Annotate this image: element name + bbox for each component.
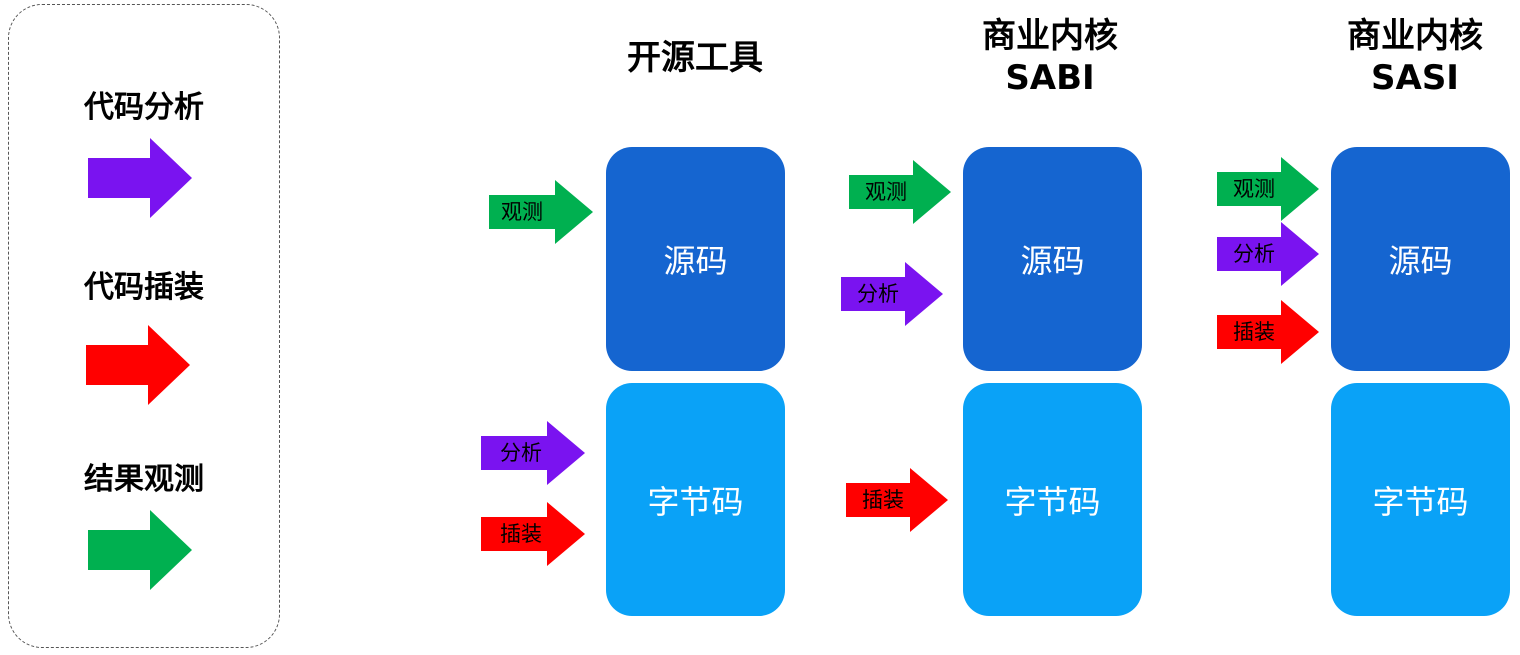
column-2-source-box: 源码: [963, 147, 1142, 371]
column-3-instrument-arrow: 插装: [1217, 300, 1319, 364]
column-1-analysis-arrow: 分析: [481, 421, 585, 485]
column-1-source-box: 源码: [606, 147, 785, 371]
column-2-observe-arrow: 观测: [849, 160, 951, 224]
column-3-title-line1: 商业内核: [1347, 16, 1483, 56]
column-3-analysis-arrow: 分析: [1217, 222, 1319, 286]
column-2-instrument-arrow: 插装: [846, 468, 948, 532]
column-2-bytecode-label: 字节码: [1004, 482, 1101, 521]
column-2-analysis-arrow-label: 分析: [857, 281, 899, 306]
column-3-source-label: 源码: [1388, 242, 1453, 280]
column-1-source-label: 源码: [663, 242, 728, 280]
column-3-instrument-arrow-label: 插装: [1233, 319, 1275, 344]
column-2-title-line1: 商业内核: [982, 16, 1118, 56]
column-3-observe-arrow: 观测: [1217, 157, 1319, 221]
column-1-observe-arrow-label: 观测: [501, 199, 543, 224]
column-3-analysis-arrow-label: 分析: [1233, 241, 1275, 266]
column-1-instrument-arrow: 插装: [481, 502, 585, 566]
column-1-bytecode-label: 字节码: [647, 482, 744, 521]
column-2-source-label: 源码: [1020, 242, 1085, 280]
column-1-bytecode-box: 字节码: [606, 383, 785, 616]
column-1-title: 开源工具: [627, 38, 763, 78]
legend-panel: [8, 4, 280, 648]
column-3-source-box: 源码: [1331, 147, 1510, 371]
legend-instrument-arrow-icon: [86, 325, 190, 405]
legend-analysis-arrow-icon: [88, 138, 192, 218]
column-2-instrument-arrow-label: 插装: [862, 487, 904, 512]
column-1-instrument-arrow-label: 插装: [500, 521, 542, 546]
column-1-observe-arrow: 观测: [489, 180, 593, 244]
column-3-observe-arrow-label: 观测: [1233, 176, 1275, 201]
column-2-title-line2: SABI: [1005, 58, 1095, 98]
column-2-bytecode-box: 字节码: [963, 383, 1142, 616]
column-1-analysis-arrow-label: 分析: [500, 440, 542, 465]
column-2-analysis-arrow: 分析: [841, 262, 943, 326]
column-3-bytecode-box: 字节码: [1331, 383, 1510, 616]
column-2-observe-arrow-label: 观测: [865, 179, 907, 204]
legend-instrument-label: 代码插装: [84, 270, 204, 305]
legend-observe-arrow-icon: [88, 510, 192, 590]
legend-observe-label: 结果观测: [84, 462, 204, 497]
column-3-title-line2: SASI: [1371, 58, 1459, 98]
legend-analysis-label: 代码分析: [84, 90, 204, 125]
column-3-bytecode-label: 字节码: [1372, 482, 1469, 521]
